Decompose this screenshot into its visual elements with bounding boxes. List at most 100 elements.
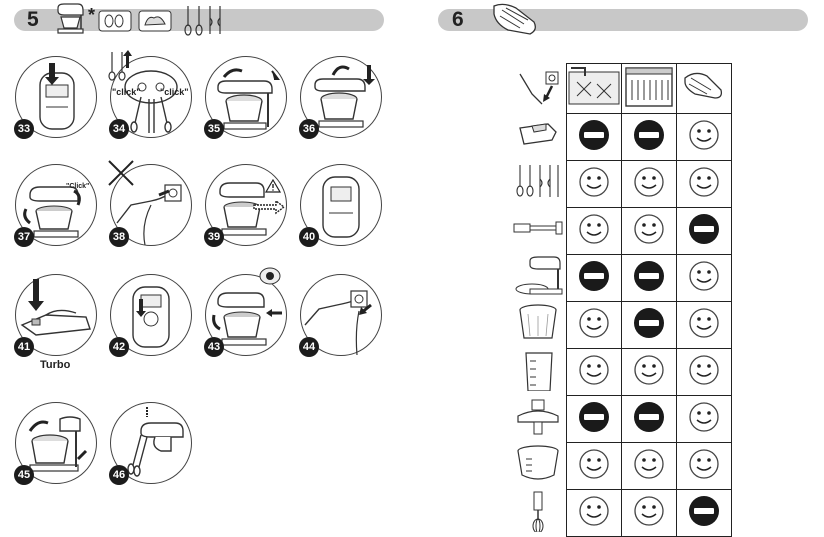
wipe-dry-icon <box>684 72 723 99</box>
beaters-hooks-icon <box>516 164 559 197</box>
step-number: 44 <box>299 337 319 357</box>
click-label-37: "Click" <box>66 183 90 190</box>
step-number: 33 <box>14 119 34 139</box>
accessory-cell <box>512 489 567 537</box>
smiley-ok-icon <box>634 166 664 197</box>
step-44-illustration: 44 <box>299 274 382 357</box>
compat-cell <box>676 442 732 490</box>
smiley-ok-icon <box>579 307 609 338</box>
no-entry-icon <box>579 260 609 291</box>
step-40-illustration: 40 <box>299 164 382 247</box>
dough-box-icon <box>138 10 172 32</box>
no-entry-icon <box>689 213 719 244</box>
compat-cell <box>566 207 622 255</box>
no-entry-icon <box>579 401 609 432</box>
accessory-cell <box>512 207 567 255</box>
stand-base-icon <box>515 255 563 294</box>
smiley-ok-icon <box>689 119 719 150</box>
column-header-wipe-cloth-icon <box>512 63 567 114</box>
compat-cell <box>676 207 732 255</box>
compat-cell <box>621 160 677 208</box>
step-34-illustration: 34 <box>109 56 192 139</box>
right-section-number: 6 <box>452 8 464 31</box>
no-entry-icon <box>634 401 664 432</box>
column-header-dishwasher-icon <box>621 63 677 114</box>
beaters-insert-icon <box>108 50 132 81</box>
step-number: 38 <box>109 227 129 247</box>
accessory-cell <box>512 254 567 302</box>
mixer-header-icon <box>57 3 84 34</box>
step-number: 41 <box>14 337 34 357</box>
compat-cell <box>676 160 732 208</box>
smiley-ok-icon <box>634 495 664 526</box>
asterisk-mark: * <box>88 5 96 25</box>
smiley-ok-icon <box>689 260 719 291</box>
table-row <box>512 254 732 302</box>
compat-cell <box>566 442 622 490</box>
blender-foot-icon <box>513 221 563 234</box>
no-entry-icon <box>689 495 719 526</box>
compat-cell <box>566 348 622 396</box>
steel-bowl-icon <box>519 303 557 339</box>
smiley-ok-icon <box>689 307 719 338</box>
accessories-header-icon <box>184 6 221 36</box>
compat-cell <box>676 254 732 302</box>
compat-cell <box>676 348 732 396</box>
smiley-ok-icon <box>634 354 664 385</box>
smiley-ok-icon <box>634 213 664 244</box>
step-number: 42 <box>109 337 129 357</box>
step-33-illustration: 33 <box>14 56 97 139</box>
step-number: 36 <box>299 119 319 139</box>
accessory-cell <box>512 160 567 208</box>
step-38-illustration: 38 <box>109 164 192 247</box>
click-label-right: "click" <box>160 87 189 97</box>
smiley-ok-icon <box>579 495 609 526</box>
table-row <box>512 301 732 349</box>
compat-cell <box>621 254 677 302</box>
step-36-illustration: 36 <box>299 56 382 139</box>
no-entry-icon <box>634 260 664 291</box>
warning-triangle-icon <box>265 179 281 193</box>
compat-cell <box>621 207 677 255</box>
compat-cell <box>621 395 677 443</box>
step-41-illustration: 41 <box>14 274 97 357</box>
chopper-lid-icon <box>517 399 559 434</box>
accessory-cell <box>512 113 567 161</box>
whisk-box-icon <box>98 10 132 32</box>
compat-cell <box>566 395 622 443</box>
mixer-body-icon <box>519 122 557 145</box>
table-row <box>512 489 732 537</box>
whisk-attachment-icon <box>532 491 544 533</box>
measuring-beaker-icon <box>525 351 553 392</box>
accessory-cell <box>512 442 567 490</box>
step-45-illustration: 45 <box>14 402 97 485</box>
compat-cell <box>676 489 732 537</box>
smiley-ok-icon <box>689 401 719 432</box>
no-entry-icon <box>579 119 609 150</box>
smiley-ok-icon <box>579 448 609 479</box>
compat-cell <box>621 489 677 537</box>
compat-cell <box>621 113 677 161</box>
table-row <box>512 442 732 490</box>
smiley-ok-icon <box>579 354 609 385</box>
step-number: 45 <box>14 465 34 485</box>
compat-cell <box>676 395 732 443</box>
step-number: 34 <box>109 119 129 139</box>
compat-cell <box>676 301 732 349</box>
turbo-caption: Turbo <box>40 359 71 371</box>
step-42-illustration: 42 <box>109 274 192 357</box>
compat-cell <box>566 254 622 302</box>
click-label-left: "click" <box>112 87 141 97</box>
smiley-ok-icon <box>689 354 719 385</box>
step-39-illustration: 39 <box>204 164 287 247</box>
accessory-cell <box>512 301 567 349</box>
table-row <box>512 160 732 208</box>
step-35-illustration: 35 <box>204 56 287 139</box>
smiley-ok-icon <box>634 448 664 479</box>
compat-cell <box>566 160 622 208</box>
no-entry-icon <box>634 119 664 150</box>
smiley-ok-icon <box>689 166 719 197</box>
smiley-ok-icon <box>579 166 609 197</box>
table-row <box>512 113 732 161</box>
compat-cell <box>621 442 677 490</box>
